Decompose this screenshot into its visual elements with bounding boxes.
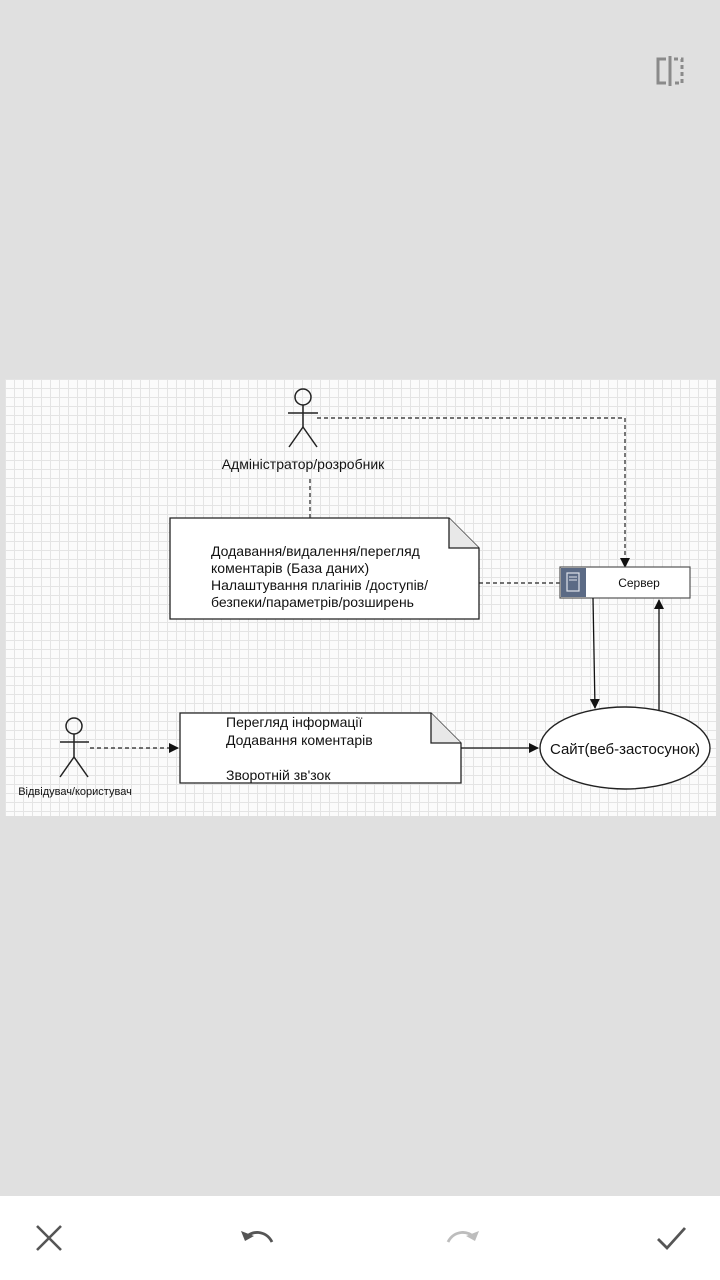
admin-note-line: Налаштування плагінів /доступів/ <box>211 577 428 593</box>
visitor-note-line: Зворотній зв'зок <box>226 767 331 783</box>
admin-note-line: безпеки/параметрів/розширень <box>211 594 414 610</box>
apply-button[interactable] <box>649 1216 693 1260</box>
site-label: Сайт(веб-застосунок) <box>550 741 700 758</box>
visitor-note-line: Перегляд інформації <box>226 714 363 730</box>
admin-actor <box>288 388 318 448</box>
site-node: Сайт(веб-застосунок) <box>539 706 711 790</box>
server-label: Сервер <box>618 576 660 590</box>
photo-preview: Адміністратор/розробник Додавання/видале… <box>5 379 716 816</box>
server-icon <box>561 568 586 597</box>
redo-button[interactable] <box>442 1216 486 1260</box>
server-node: Сервер <box>559 566 691 599</box>
admin-server-connector <box>317 417 630 568</box>
bottom-action-bar <box>0 1196 720 1280</box>
admin-label: Адміністратор/розробник <box>222 456 385 472</box>
compare-split-icon <box>656 56 684 86</box>
cancel-button[interactable] <box>27 1216 71 1260</box>
admin-note-line: Додавання/видалення/перегляд <box>211 543 420 559</box>
redo-icon <box>446 1231 479 1243</box>
close-icon <box>36 1225 62 1251</box>
check-icon <box>657 1227 687 1251</box>
visitor-actor <box>59 717 89 778</box>
visitor-note-line: Додавання коментарів <box>226 732 373 748</box>
compare-button[interactable] <box>650 54 690 88</box>
server-site-arrow <box>589 597 600 709</box>
admin-note-line: коментарів (База даних) <box>211 560 369 576</box>
diagram: Адміністратор/розробник Додавання/видале… <box>18 388 711 798</box>
visitor-label: Відвідувач/користувач <box>18 786 132 798</box>
admin-note: Додавання/видалення/перегляд коментарів … <box>169 517 480 620</box>
undo-icon <box>241 1231 274 1243</box>
undo-button[interactable] <box>234 1216 278 1260</box>
visitor-note: Перегляд інформації Додавання коментарів… <box>179 712 462 784</box>
